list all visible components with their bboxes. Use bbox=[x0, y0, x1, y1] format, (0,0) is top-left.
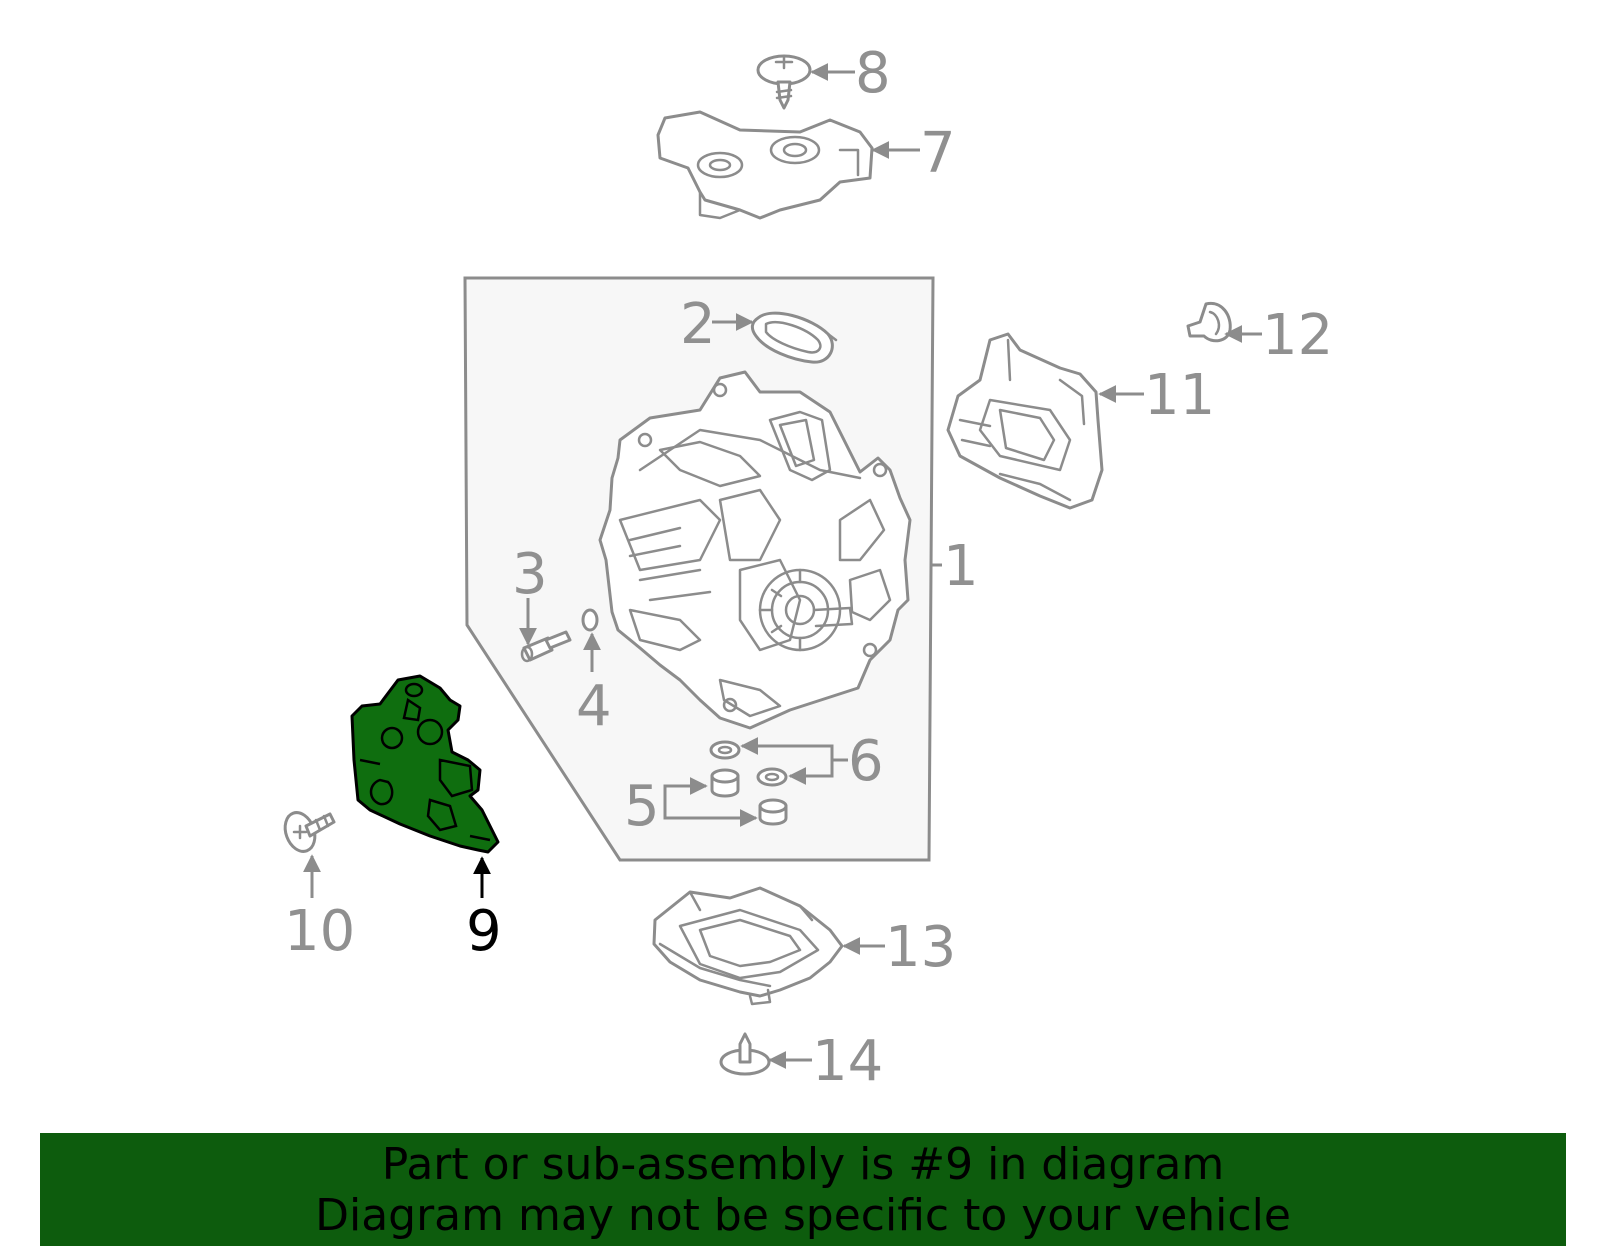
part-12-clip[interactable] bbox=[1186, 301, 1232, 343]
part-13-lower-cover[interactable] bbox=[652, 886, 844, 1006]
part-8-screw[interactable] bbox=[756, 54, 812, 110]
part-6-washers[interactable] bbox=[709, 740, 788, 787]
callout-9: 9 bbox=[466, 899, 502, 964]
banner-line-disclaimer: Diagram may not be specific to your vehi… bbox=[315, 1189, 1291, 1241]
part-7-bracket[interactable] bbox=[656, 110, 874, 220]
banner-line-part-number: Part or sub-assembly is #9 in diagram bbox=[381, 1138, 1225, 1190]
callout-10: 10 bbox=[284, 899, 355, 964]
part-4-o-ring[interactable] bbox=[581, 608, 599, 632]
callout-1: 1 bbox=[943, 534, 979, 599]
part-3-sensor[interactable] bbox=[520, 630, 572, 663]
callout-14: 14 bbox=[812, 1029, 883, 1094]
disclaimer-banner: Part or sub-assembly is #9 in diagram Di… bbox=[40, 1133, 1566, 1246]
callout-12: 12 bbox=[1262, 303, 1333, 368]
part-14-stud[interactable] bbox=[719, 1032, 771, 1076]
part-9-cover-highlighted[interactable] bbox=[350, 674, 500, 854]
callout-6: 6 bbox=[848, 729, 884, 794]
part-5-nuts[interactable] bbox=[710, 768, 788, 826]
callout-8: 8 bbox=[855, 41, 891, 106]
part-2-gasket[interactable] bbox=[750, 311, 838, 364]
callout-13: 13 bbox=[885, 915, 956, 980]
callout-3: 3 bbox=[512, 542, 548, 607]
callout-11: 11 bbox=[1144, 363, 1215, 428]
callout-2: 2 bbox=[680, 292, 716, 357]
callout-7: 7 bbox=[920, 121, 956, 186]
part-1-housing[interactable] bbox=[598, 370, 912, 730]
callout-4: 4 bbox=[576, 674, 612, 739]
lead-line-6 bbox=[740, 737, 848, 762]
lead-line-5b bbox=[663, 806, 758, 827]
part-10-bolt[interactable] bbox=[280, 808, 336, 855]
lead-line-6b bbox=[788, 760, 834, 785]
part-11-cover[interactable] bbox=[946, 332, 1104, 510]
lead-line-5 bbox=[663, 777, 708, 806]
callout-5: 5 bbox=[624, 774, 660, 839]
